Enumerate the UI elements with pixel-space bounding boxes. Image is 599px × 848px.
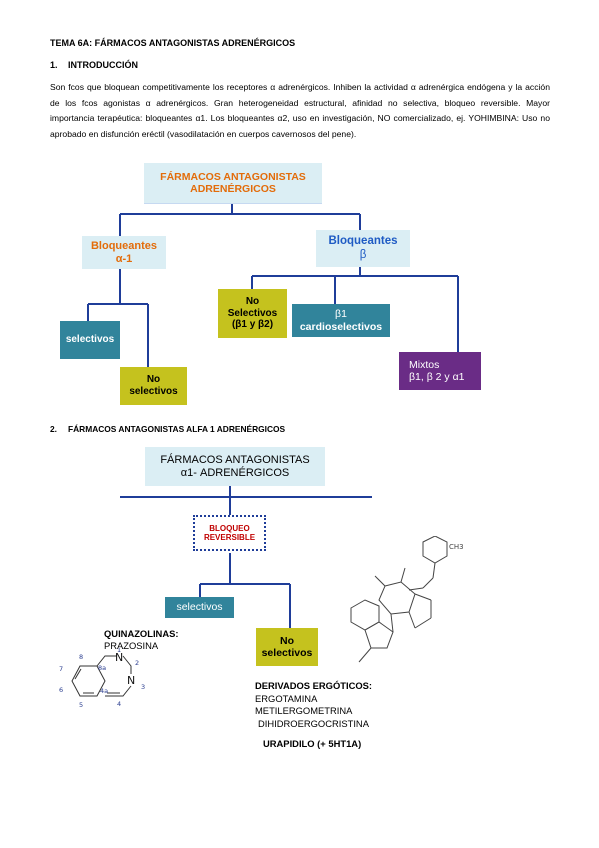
ring-num-8a: 8a — [98, 664, 106, 672]
main-box-line1: FÁRMACOS ANTAGONISTAS — [160, 170, 306, 183]
bloqueantes-alfa-line2: α-1 — [115, 252, 133, 265]
mixtos-line1: Mixtos — [409, 358, 440, 371]
bloqueo-line1: BLOQUEO — [209, 523, 250, 533]
alfa1-no-selectivos-line2: selectivos — [261, 647, 313, 659]
ergot-ch3-label: CH3 — [449, 543, 464, 551]
bloqueantes-beta-line1: Bloqueantes — [328, 234, 398, 247]
section-2-heading: 2. FÁRMACOS ANTAGONISTAS ALFA 1 ADRENÉRGI… — [50, 424, 285, 434]
beta-no-selectivos-line2: Selectivos — [227, 307, 278, 319]
ring-num-4: 4 — [117, 700, 121, 708]
ring-num-1: 1 — [117, 648, 121, 654]
alfa1-selectivos-box: selectivos — [165, 597, 234, 618]
beta-no-selectivos-line1: No — [245, 295, 260, 307]
bloqueantes-alfa-line1: Bloqueantes — [90, 239, 157, 252]
alfa-no-selectivos-line2: selectivos — [129, 386, 178, 397]
bloqueo-reversible-box: BLOQUEO REVERSIBLE — [193, 515, 266, 551]
main-box-line2: ADRENÉRGICOS — [190, 183, 276, 195]
quinazoline-structure-image: 1 2 3 4 4a 5 6 7 8 8a N N — [59, 648, 145, 709]
alfa-no-selectivos-box: No selectivos — [120, 367, 187, 405]
section-2-title: FÁRMACOS ANTAGONISTAS ALFA 1 ADRENÉRGICO… — [68, 424, 286, 434]
urapidilo-label: URAPIDILO (+ 5HT1A) — [263, 738, 362, 749]
main-box-alfa1-line2: α1- ADRENÉRGICOS — [180, 466, 290, 479]
ring-num-2: 2 — [135, 659, 139, 667]
cardio-line1: β1 — [335, 308, 347, 321]
ergoticos-item-3: DIHIDROERGOCRISTINA — [258, 718, 369, 729]
ring-num-6: 6 — [59, 686, 63, 694]
ergot-structure-image: CH3 — [350, 536, 464, 663]
ring-num-4a: 4a — [100, 687, 108, 695]
ring-atom-n3: N — [127, 674, 135, 687]
bloqueantes-alfa-box: Bloqueantes α-1 — [82, 236, 166, 269]
quinazolinas-item: PRAZOSINA — [104, 640, 159, 651]
alfa1-selectivos-label: selectivos — [176, 601, 223, 614]
main-box-antagonistas: FÁRMACOS ANTAGONISTAS ADRENÉRGICOS — [144, 163, 322, 204]
ring-num-7: 7 — [59, 665, 63, 673]
ergoticos-item-2: METILERGOMETRINA — [255, 705, 353, 716]
section-1-title: INTRODUCCIÓN — [68, 60, 138, 70]
section-1-number: 1. — [50, 60, 58, 70]
bloqueantes-beta-box: Bloqueantes β — [316, 230, 410, 267]
beta-cardioselectivos-box: β1 cardioselectivos — [292, 304, 390, 337]
alfa1-no-selectivos-box: No selectivos — [256, 628, 318, 666]
alfa-selectivos-box: selectivos — [60, 321, 120, 359]
quinazolinas-title: QUINAZOLINAS: — [104, 628, 179, 639]
main-box-alfa1-line1: FÁRMACOS ANTAGONISTAS — [160, 453, 310, 466]
bloqueantes-beta-line2: β — [359, 248, 367, 261]
main-box-alfa1: FÁRMACOS ANTAGONISTAS α1- ADRENÉRGICOS — [145, 447, 325, 486]
cardio-line2: cardioselectivos — [299, 320, 383, 333]
ring-num-8: 8 — [79, 653, 83, 661]
intro-paragraph: Son fcos que bloquean competitivamente l… — [50, 82, 550, 139]
beta-no-selectivos-box: No Selectivos (β1 y β2) — [218, 289, 287, 338]
mixtos-box: Mixtos β1, β 2 y α1 — [399, 352, 481, 390]
ring-atom-n1: N — [115, 651, 123, 664]
section-1-heading: 1. INTRODUCCIÓN — [50, 60, 138, 70]
ergoticos-item-1: ERGOTAMINA — [255, 693, 318, 704]
section-2-number: 2. — [50, 424, 57, 434]
bloqueo-line2: REVERSIBLE — [203, 533, 256, 542]
ring-num-3: 3 — [141, 683, 145, 691]
ring-num-5: 5 — [79, 701, 83, 709]
alfa-selectivos-label: selectivos — [65, 334, 115, 346]
mixtos-line2: β1, β 2 y α1 — [409, 371, 465, 383]
beta-no-selectivos-line3: (β1 y β2) — [231, 319, 274, 331]
alfa1-no-selectivos-line1: No — [280, 634, 294, 647]
ergoticos-title: DERIVADOS ERGÓTICOS: — [255, 680, 373, 691]
document-title: TEMA 6A: FÁRMACOS ANTAGONISTAS ADRENÉRGI… — [50, 38, 296, 48]
alfa-no-selectivos-line1: No — [146, 374, 161, 386]
